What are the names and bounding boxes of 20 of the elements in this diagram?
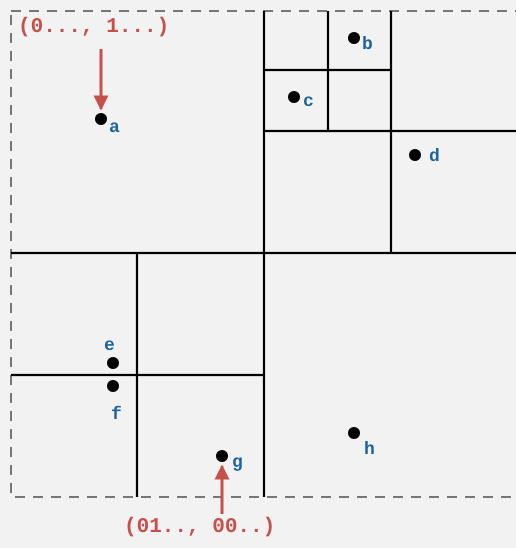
point-dot: [107, 357, 119, 369]
arrow: [94, 49, 108, 110]
coordinate-label: (01.., 00..): [124, 516, 276, 539]
point-label: b: [362, 36, 373, 54]
point-label: g: [232, 454, 243, 472]
point-label: f: [111, 406, 122, 424]
point-label: h: [364, 441, 375, 459]
point-dot: [409, 149, 421, 161]
point-label: a: [109, 119, 120, 137]
point-label: d: [429, 148, 440, 166]
point-dot: [95, 113, 107, 125]
point-label: c: [303, 93, 314, 111]
arrow: [214, 464, 230, 514]
point-dot: [107, 380, 119, 392]
point-label: e: [104, 337, 115, 355]
point-dot: [288, 91, 300, 103]
point-dot: [216, 450, 228, 462]
coordinate-label: (0..., 1...): [18, 16, 170, 39]
point-dot: [348, 32, 360, 44]
point-dot: [348, 427, 360, 439]
